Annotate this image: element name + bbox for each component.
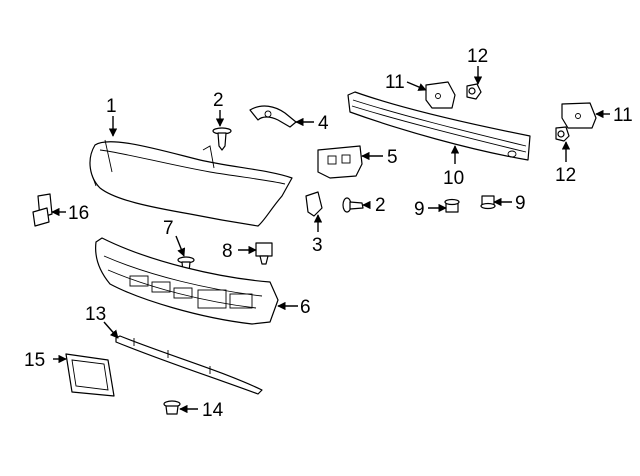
callout-2b: 2 [375, 195, 386, 216]
callout-12b: 12 [555, 165, 576, 186]
callout-10: 10 [443, 168, 464, 189]
callout-11a: 11 [385, 72, 405, 93]
bolt-icon [480, 195, 496, 210]
callout-13: 13 [85, 304, 106, 325]
callout-11b: 11 [613, 105, 633, 126]
callout-8: 8 [222, 241, 233, 262]
bracket-icon [317, 145, 363, 179]
retainer-icon [163, 400, 181, 415]
callout-3: 3 [312, 235, 323, 256]
bolt-icon [555, 126, 570, 142]
callout-15: 15 [24, 350, 45, 371]
callout-9a: 9 [414, 199, 425, 220]
sensor-icon [32, 193, 53, 227]
callout-7: 7 [163, 218, 174, 239]
callout-9b: 9 [515, 193, 526, 214]
push-pin-icon [342, 197, 364, 213]
retainer-icon [255, 242, 273, 265]
lower-cover-icon [95, 237, 279, 325]
leader-13 [103, 321, 119, 339]
impact-bar-icon [347, 91, 531, 161]
bolt-icon [444, 198, 460, 213]
callout-14: 14 [202, 400, 224, 421]
callout-4: 4 [318, 113, 329, 134]
bracket-icon [249, 105, 297, 128]
bracket-icon [425, 81, 456, 109]
callout-6: 6 [300, 297, 311, 318]
callout-12a: 12 [467, 46, 488, 67]
callout-2a: 2 [213, 90, 224, 111]
bolt-icon [466, 83, 482, 100]
leader-7 [175, 235, 186, 257]
guide-icon [305, 191, 323, 217]
callout-16: 16 [68, 203, 89, 224]
license-bracket-icon [65, 353, 115, 397]
callout-5: 5 [387, 147, 398, 168]
bumper-cover-icon [89, 139, 293, 227]
callout-1: 1 [106, 96, 117, 117]
molding-icon [115, 335, 263, 395]
bracket-icon [561, 102, 597, 129]
push-pin-icon [212, 127, 232, 151]
leader-11a [406, 81, 427, 91]
